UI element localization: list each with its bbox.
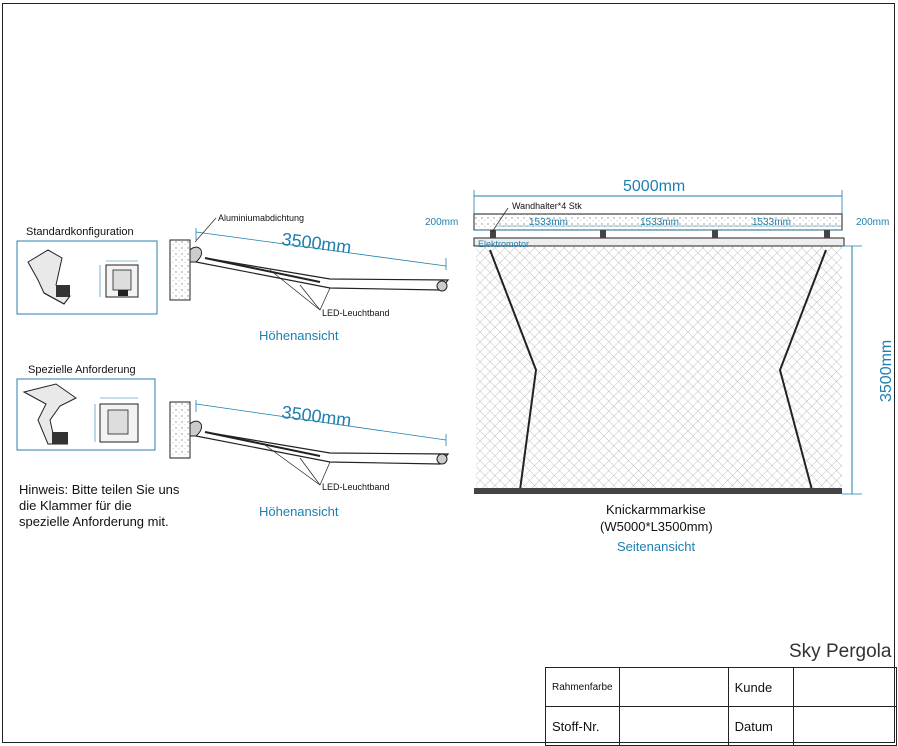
- product-size: (W5000*L3500mm): [600, 519, 713, 534]
- bracket-spacing-1: 1533mm: [529, 217, 568, 228]
- standard-config-title: Standardkonfiguration: [26, 226, 134, 238]
- frame-color-label: Rahmenfarbe: [545, 667, 620, 707]
- date-value: [792, 706, 898, 746]
- elevation-view-label-top: Höhenansicht: [259, 328, 339, 343]
- fabric-number-value: [618, 706, 729, 746]
- special-config-illustration: [16, 378, 156, 451]
- product-name: Knickarmmarkise: [606, 502, 706, 517]
- frame-color-value: [618, 667, 729, 707]
- note-line: Hinweis: Bitte teilen Sie uns: [19, 482, 180, 497]
- title-block: Rahmenfarbe Kunde Stoff-Nr. Datum: [545, 667, 898, 746]
- note-line: die Klammer für die: [19, 498, 132, 513]
- customer-label: Kunde: [727, 667, 794, 707]
- table-row: Stoff-Nr. Datum: [545, 706, 898, 746]
- wall-bracket-callout: Wandhalter*4 Stk: [512, 201, 582, 211]
- fabric-number-label: Stoff-Nr.: [545, 706, 620, 746]
- side-view-label: Seitenansicht: [617, 539, 696, 554]
- drawing-frame: [2, 3, 895, 743]
- special-config-title: Spezielle Anforderung: [28, 364, 136, 376]
- standard-config-illustration: [16, 240, 158, 315]
- brand-logo-text: Sky Pergola: [789, 641, 892, 662]
- table-row: Rahmenfarbe Kunde: [545, 667, 898, 707]
- led-strip-callout-bottom: LED-Leuchtband: [322, 482, 390, 492]
- elevation-view-label-bottom: Höhenansicht: [259, 504, 339, 519]
- side-view: [473, 190, 862, 495]
- customer-value: [792, 667, 898, 707]
- motor-label: Elektromotor: [478, 239, 530, 249]
- bracket-spacing-2: 1533mm: [640, 217, 679, 228]
- bracket-spacing-3: 1533mm: [752, 217, 791, 228]
- right-edge-dimension: 200mm: [856, 217, 890, 228]
- note-line: spezielle Anforderung mit.: [19, 514, 169, 529]
- elevation-view-bottom: [169, 400, 450, 486]
- led-strip-callout-top: LED-Leuchtband: [322, 308, 390, 318]
- height-dimension: 3500mm: [878, 339, 895, 402]
- width-dimension: 5000mm: [623, 178, 686, 195]
- elevation-view-top: [169, 217, 450, 311]
- left-edge-dimension: 200mm: [425, 217, 459, 228]
- note-text: Hinweis: Bitte teilen Sie uns die Klamme…: [19, 482, 179, 530]
- aluminium-seal-callout: Aluminiumabdichtung: [218, 213, 305, 223]
- date-label: Datum: [727, 706, 794, 746]
